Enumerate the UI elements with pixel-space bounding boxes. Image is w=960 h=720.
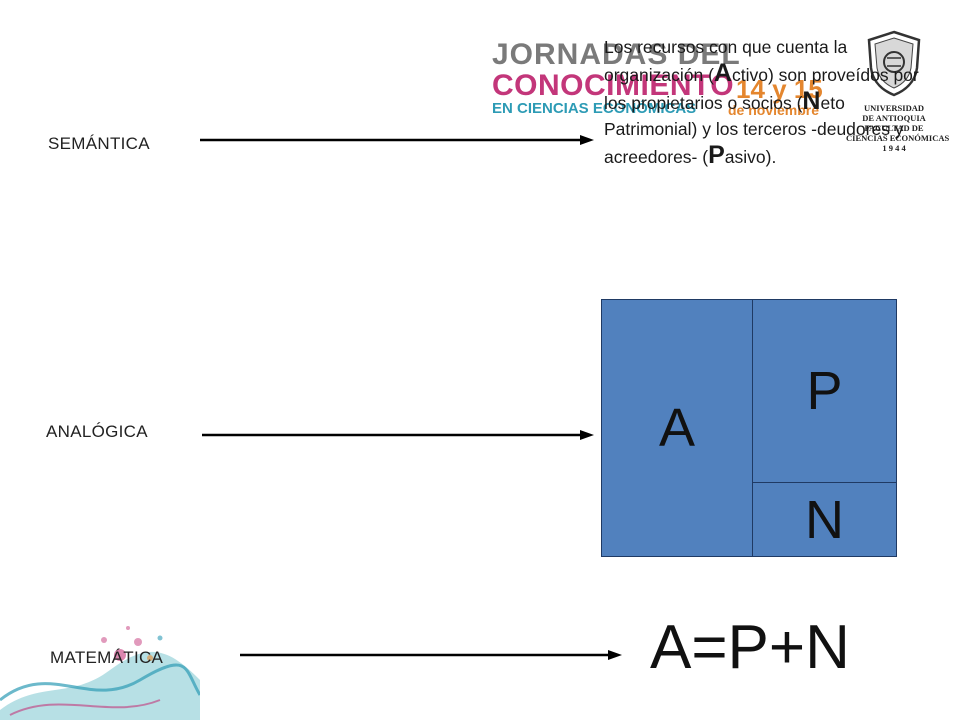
equation: A=P+N	[650, 613, 850, 682]
description-letter-p: P	[708, 141, 725, 169]
box-neto: N	[752, 482, 897, 557]
description-part-2: ctivo) son proveídos por los propietario…	[604, 65, 919, 113]
event-branding: JORNADAS DEL CONOCIMIENTO EN CIENCIAS EC…	[492, 38, 832, 118]
semantic-description: Los recursos con que cuenta la organizac…	[604, 34, 936, 170]
decorative-swirl	[0, 626, 200, 720]
description-part-3: eto Patrimonial) y los terceros -deudore…	[604, 93, 904, 167]
university-line-3: FACULTAD DE	[864, 123, 924, 133]
university-line-2: DE ANTIOQUIA	[862, 113, 926, 123]
branding-line-2: CONOCIMIENTO	[492, 69, 735, 102]
box-pasivo-label: P	[806, 361, 843, 421]
branding-month: de noviembre	[728, 102, 820, 118]
university-line-5: 1 9 4 4	[882, 143, 906, 153]
university-line-4: CIENCIAS ECONÓMICAS	[846, 133, 950, 143]
branding-line-3: EN CIENCIAS ECONÓMICAS	[492, 100, 697, 117]
description-letter-a: A	[713, 59, 732, 87]
label-matematica: MATEMÁTICA	[50, 648, 164, 667]
arrow-analogica	[202, 430, 594, 440]
arrow-matematica	[240, 650, 622, 660]
box-activo: A	[601, 299, 753, 557]
university-line-1: UNIVERSIDAD	[864, 103, 924, 113]
label-analogica: ANALÓGICA	[46, 422, 148, 441]
branding-line-1: JORNADAS DEL	[492, 38, 741, 71]
university-logo: UNIVERSIDAD DE ANTIOQUIA FACULTAD DE CIE…	[846, 28, 950, 153]
label-semantica: SEMÁNTICA	[48, 134, 150, 153]
description-part-1: Los recursos con que cuenta la organizac…	[604, 37, 848, 85]
box-activo-label: A	[658, 398, 696, 458]
description-part-4: asivo).	[724, 147, 777, 167]
description-letter-n: N	[802, 87, 821, 115]
branding-dates: 14 y 15	[736, 74, 823, 104]
box-neto-label: N	[805, 489, 844, 550]
university-seal-icon	[867, 30, 921, 97]
arrow-semantica	[200, 135, 594, 145]
box-pasivo: P	[752, 299, 897, 483]
